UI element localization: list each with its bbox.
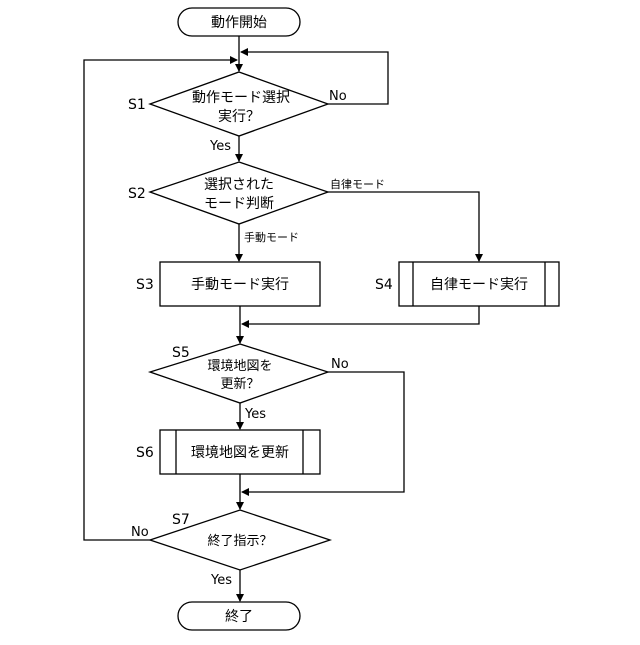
- s5-question-line1: 環境地図を: [207, 359, 272, 374]
- start-label: 動作開始: [211, 15, 267, 31]
- s4-step-label: S4: [375, 277, 393, 293]
- s6-text: 環境地図を更新: [191, 445, 289, 461]
- s5-step-label: S5: [172, 345, 190, 361]
- s2-question-line2: モード判断: [204, 196, 274, 212]
- s5-question-line2: 更新？: [220, 376, 259, 392]
- s3-step-label: S3: [136, 277, 154, 293]
- s7-no-label: No: [131, 525, 149, 540]
- s2-question-line1: 選択された: [204, 177, 274, 193]
- s1-question-line2: 実行？: [218, 109, 260, 125]
- s2-decision: [150, 162, 328, 224]
- s7-yes-label: Yes: [210, 573, 232, 588]
- connector-s4-merge: [242, 306, 479, 324]
- s6-step-label: S6: [136, 445, 154, 461]
- connector-s2-s4: [328, 192, 479, 261]
- s2-manual-label: 手動モード: [244, 230, 299, 244]
- s7-question: 終了指示？: [207, 533, 272, 549]
- s5-yes-label: Yes: [244, 407, 266, 422]
- s4-text: 自律モード実行: [430, 277, 528, 293]
- s1-yes-label: Yes: [209, 139, 231, 154]
- s2-step-label: S2: [128, 186, 146, 202]
- s2-auto-label: 自律モード: [330, 178, 385, 191]
- end-label: 終了: [225, 609, 253, 625]
- s1-step-label: S1: [128, 97, 146, 113]
- s1-question-line1: 動作モード選択: [192, 90, 290, 106]
- s7-step-label: S7: [172, 512, 190, 528]
- s5-no-label: No: [331, 357, 349, 372]
- s3-text: 手動モード実行: [191, 277, 289, 293]
- s1-no-label: No: [329, 89, 347, 104]
